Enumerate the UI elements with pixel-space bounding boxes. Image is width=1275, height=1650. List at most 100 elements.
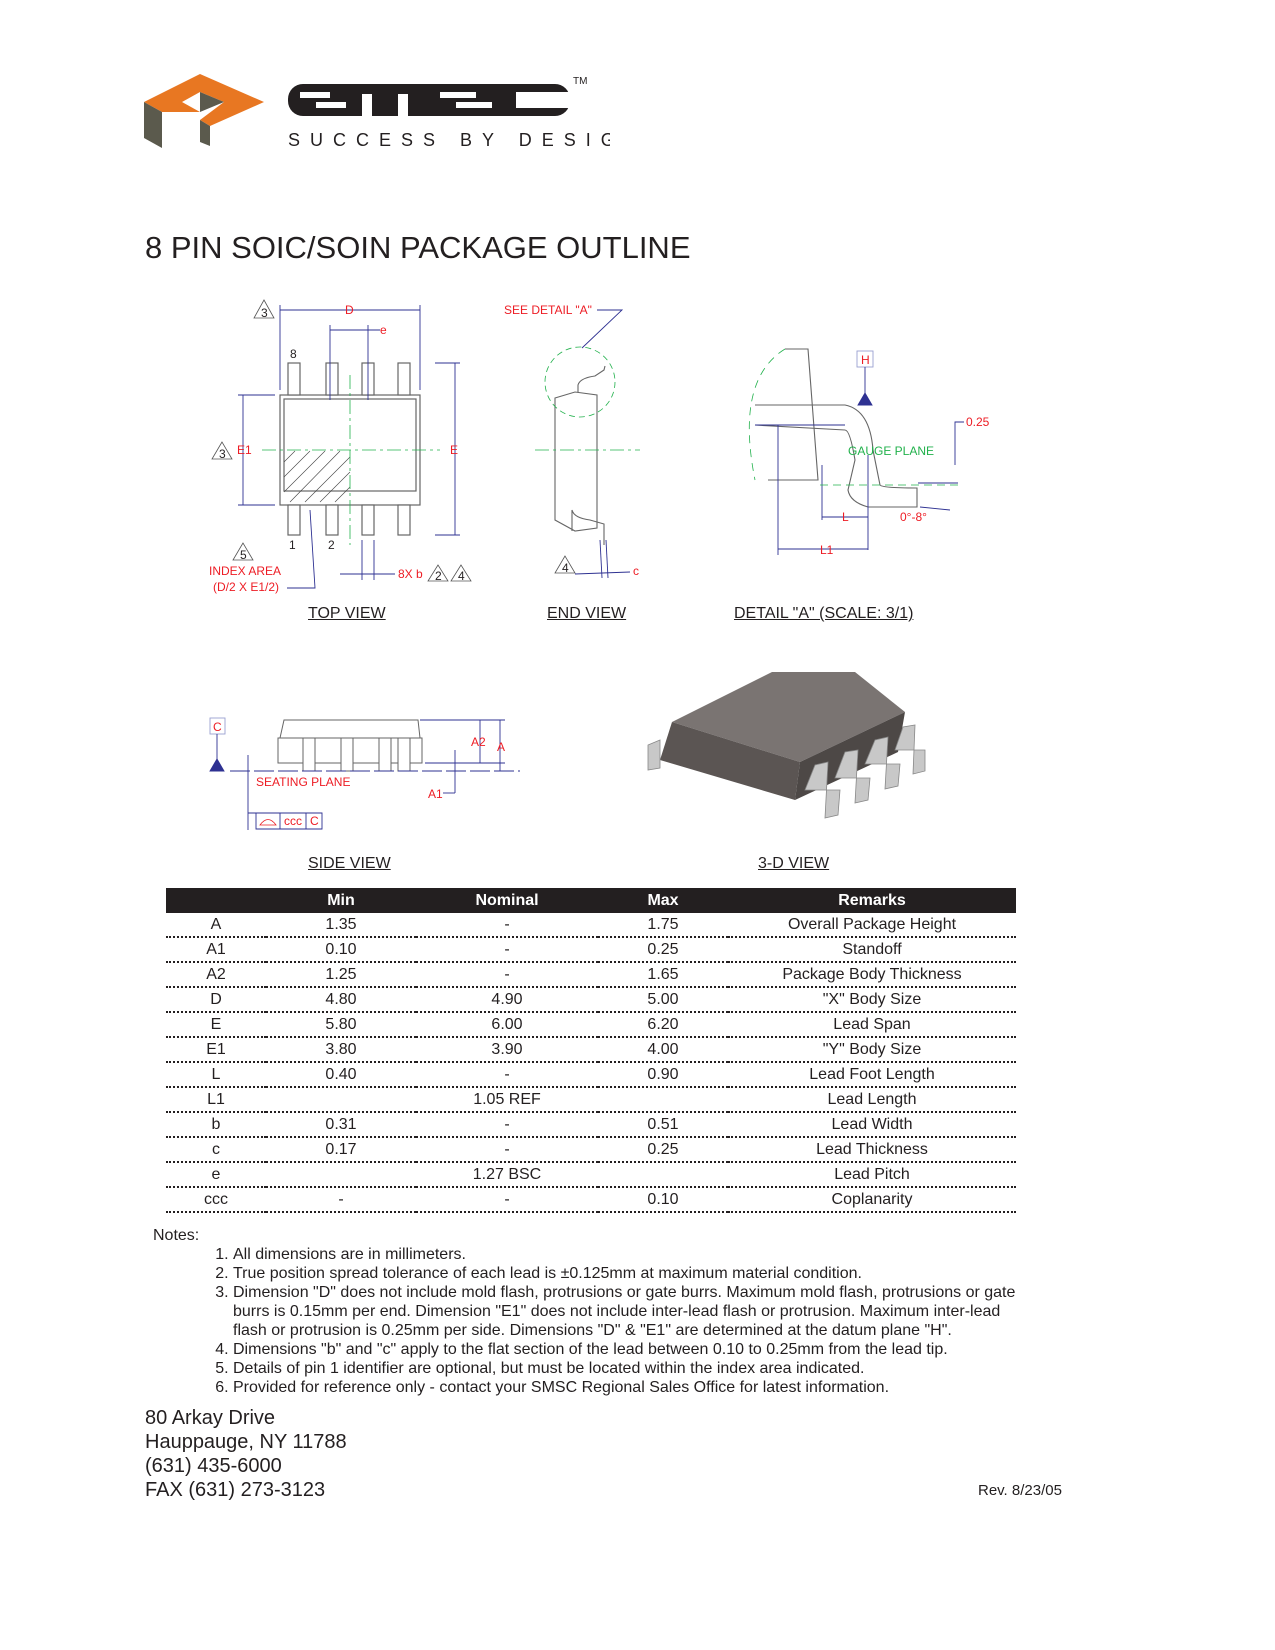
table-cell: 0.10 (598, 1187, 728, 1213)
table-cell: A2 (166, 962, 266, 988)
label-L1: L1 (820, 543, 834, 557)
table-cell: 0.25 (598, 1137, 728, 1163)
notes-section: Notes: All dimensions are in millimeters… (153, 1226, 1033, 1397)
3d-package-image (647, 672, 926, 819)
table-cell: 1.27 BSC (416, 1162, 598, 1188)
note-triangle-2: 2 (435, 569, 442, 583)
notes-heading: Notes: (153, 1227, 200, 1244)
table-cell: E (166, 1012, 266, 1038)
table-row: L1 1.05 REF Lead Length (166, 1087, 1016, 1113)
table-cell: 4.80 (266, 987, 416, 1013)
label-A: A (497, 740, 505, 754)
tagline: SUCCESS BY DESIGN (288, 130, 610, 150)
top-view-caption: TOP VIEW (308, 605, 386, 622)
gauge-offset-label: 0.25 (966, 415, 990, 429)
seating-plane-label: SEATING PLANE (256, 775, 350, 789)
package-drawings: D e E E1 8 1 2 8X b 3 3 5 2 4 INDEX AREA… (209, 299, 990, 830)
label-b: 8X b (398, 567, 423, 581)
table-cell: 0.25 (598, 937, 728, 963)
address-city: Hauppauge, NY 11788 (145, 1431, 347, 1453)
3d-view-caption: 3-D VIEW (758, 855, 830, 872)
table-cell: - (416, 1062, 598, 1088)
table-cell (266, 1087, 416, 1113)
table-cell: Coplanarity (728, 1187, 1016, 1213)
note-triangle-4: 4 (562, 561, 569, 575)
revision-date: Rev. 8/23/05 (978, 1482, 1062, 1499)
table-cell: - (416, 913, 598, 938)
table-cell: D (166, 987, 266, 1013)
table-cell: - (266, 1187, 416, 1213)
label-L: L (842, 510, 849, 524)
pin-2-label: 2 (328, 538, 335, 552)
angle-label: 0°-8° (900, 510, 927, 524)
label-E: E (450, 443, 458, 457)
datum-C-label: C (213, 720, 222, 734)
datum-H-label: H (861, 353, 870, 367)
table-cell: A (166, 913, 266, 938)
table-cell: "X" Body Size (728, 987, 1016, 1013)
note-item: Provided for reference only - contact yo… (233, 1378, 1033, 1397)
table-cell: Lead Foot Length (728, 1062, 1016, 1088)
table-cell: A1 (166, 937, 266, 963)
table-cell: 1.25 (266, 962, 416, 988)
note-item: Details of pin 1 identifier are optional… (233, 1359, 1033, 1378)
top-view (211, 299, 472, 589)
table-cell: 5.80 (266, 1012, 416, 1038)
trademark: TM (573, 76, 587, 87)
table-cell: L (166, 1062, 266, 1088)
table-cell: 0.10 (266, 937, 416, 963)
table-cell: "Y" Body Size (728, 1037, 1016, 1063)
table-cell: 6.20 (598, 1012, 728, 1038)
label-c: c (633, 564, 639, 578)
table-cell: - (416, 937, 598, 963)
col-header-remarks: Remarks (728, 888, 1016, 913)
table-cell: 6.00 (416, 1012, 598, 1038)
side-view-caption: SIDE VIEW (308, 855, 391, 872)
table-cell: 4.00 (598, 1037, 728, 1063)
label-A1: A1 (428, 787, 443, 801)
col-header (166, 888, 266, 913)
table-cell: 1.75 (598, 913, 728, 938)
table-cell (598, 1162, 728, 1188)
col-header-max: Max (598, 888, 728, 913)
detail-a (748, 348, 964, 555)
label-e: e (380, 323, 387, 337)
note-item: Dimensions "b" and "c" apply to the flat… (233, 1340, 1033, 1359)
table-cell (266, 1162, 416, 1188)
pin-8-label: 8 (290, 347, 297, 361)
table-cell: - (416, 1137, 598, 1163)
table-cell: Lead Pitch (728, 1162, 1016, 1188)
table-cell: c (166, 1137, 266, 1163)
table-cell: Standoff (728, 937, 1016, 963)
table-cell: 1.05 REF (416, 1087, 598, 1113)
company-address: 80 Arkay Drive Hauppauge, NY 11788 (631)… (145, 1406, 347, 1502)
table-cell: L1 (166, 1087, 266, 1113)
table-cell: Package Body Thickness (728, 962, 1016, 988)
note-item: True position spread tolerance of each l… (233, 1264, 1033, 1283)
table-cell: ccc (166, 1187, 266, 1213)
table-cell: - (416, 962, 598, 988)
ccc-label: ccc (284, 814, 302, 828)
pin-1-label: 1 (289, 538, 296, 552)
table-cell: - (416, 1112, 598, 1138)
table-cell: Lead Span (728, 1012, 1016, 1038)
table-cell: Lead Length (728, 1087, 1016, 1113)
page-title: 8 PIN SOIC/SOIN PACKAGE OUTLINE (145, 230, 691, 265)
table-cell: Overall Package Height (728, 913, 1016, 938)
side-view (209, 717, 520, 830)
table-cell: 4.90 (416, 987, 598, 1013)
detail-a-caption: DETAIL "A" (SCALE: 3/1) (734, 605, 914, 622)
address-fax: FAX (631) 273-3123 (145, 1479, 326, 1501)
table-cell (598, 1087, 728, 1113)
